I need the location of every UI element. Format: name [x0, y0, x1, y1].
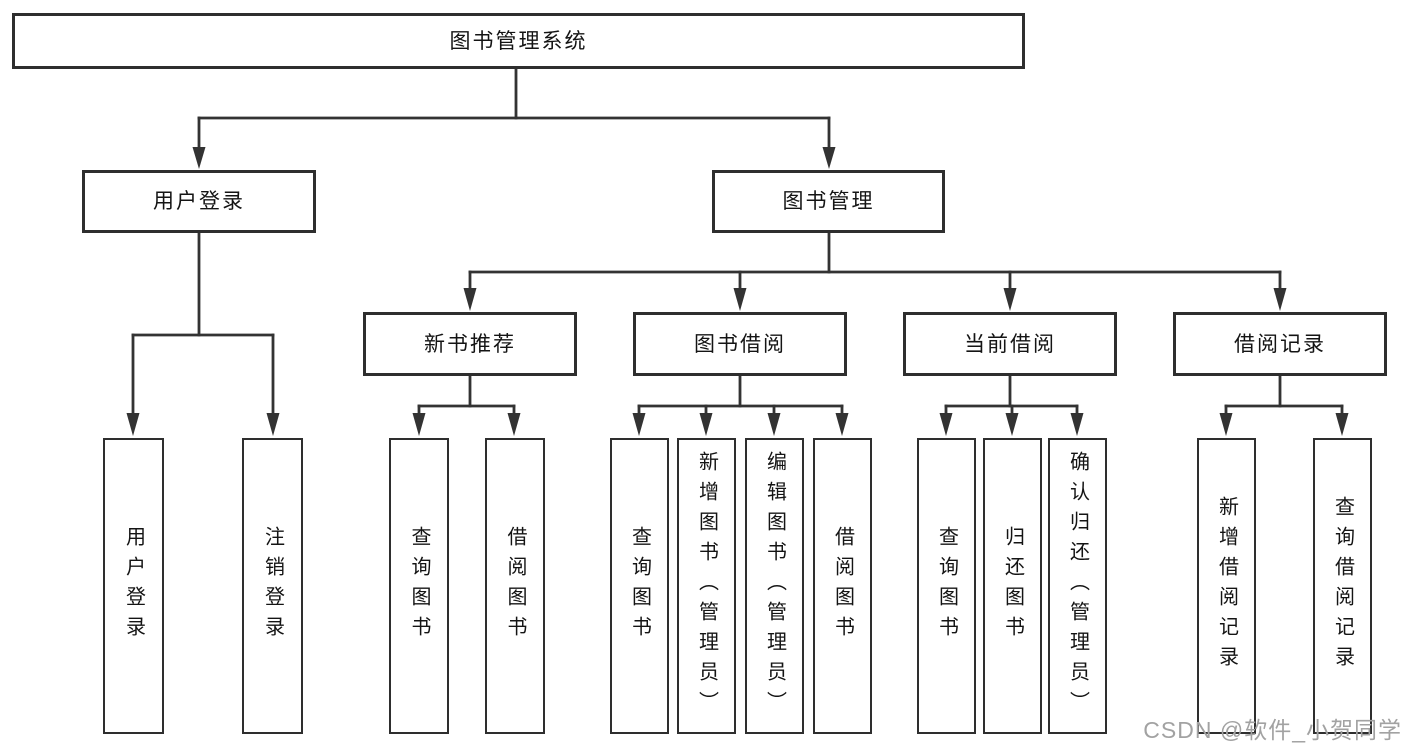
node-label: 当前借阅 [964, 332, 1056, 356]
node-book-management-branch: 图书管理 [712, 170, 945, 233]
node-current-borrowing: 当前借阅 [903, 312, 1117, 376]
leaf-borrowing-query-books: 查询图书 [610, 438, 669, 734]
leaf-records-query-record: 查询借阅记录 [1313, 438, 1372, 734]
node-label: 用户登录 [122, 526, 145, 646]
node-label: 图书借阅 [694, 332, 786, 356]
node-book-borrowing: 图书借阅 [633, 312, 847, 376]
leaf-current-confirm-return-admin: 确认归还（管理员） [1048, 438, 1107, 734]
node-label: 归还图书 [1001, 526, 1024, 646]
leaf-records-add-record: 新增借阅记录 [1197, 438, 1256, 734]
node-label: 用户登录 [153, 190, 245, 213]
leaf-recommend-borrow-books: 借阅图书 [485, 438, 545, 734]
node-label: 查询借阅记录 [1331, 496, 1354, 676]
node-library-management-system: 图书管理系统 [12, 13, 1025, 69]
leaf-borrowing-borrow-books: 借阅图书 [813, 438, 872, 734]
leaf-recommend-query-books: 查询图书 [389, 438, 449, 734]
node-label: 查询图书 [935, 526, 958, 646]
node-borrowing-records: 借阅记录 [1173, 312, 1387, 376]
node-label: 借阅图书 [504, 526, 526, 646]
node-user-login-branch: 用户登录 [82, 170, 316, 233]
node-label: 新增借阅记录 [1215, 496, 1238, 676]
node-label: 确认归还（管理员） [1066, 451, 1089, 721]
leaf-borrowing-edit-books-admin: 编辑图书（管理员） [745, 438, 804, 734]
node-label: 查询图书 [628, 526, 651, 646]
node-label: 新增图书（管理员） [695, 451, 718, 721]
node-label: 注销登录 [261, 526, 284, 646]
leaf-current-return-books: 归还图书 [983, 438, 1042, 734]
node-new-book-recommend: 新书推荐 [363, 312, 577, 376]
leaf-logout: 注销登录 [242, 438, 303, 734]
node-label: 新书推荐 [424, 332, 516, 356]
leaf-borrowing-add-books-admin: 新增图书（管理员） [677, 438, 736, 734]
node-label: 借阅图书 [831, 526, 854, 646]
node-label: 借阅记录 [1234, 332, 1326, 356]
node-label: 图书管理 [782, 190, 875, 213]
node-label: 编辑图书（管理员） [763, 451, 786, 721]
node-label: 图书管理系统 [449, 29, 588, 53]
leaf-user-login: 用户登录 [103, 438, 164, 734]
node-label: 查询图书 [408, 526, 430, 646]
csdn-watermark: CSDN @软件_小贺同学 [1143, 717, 1402, 743]
leaf-current-query-books: 查询图书 [917, 438, 976, 734]
